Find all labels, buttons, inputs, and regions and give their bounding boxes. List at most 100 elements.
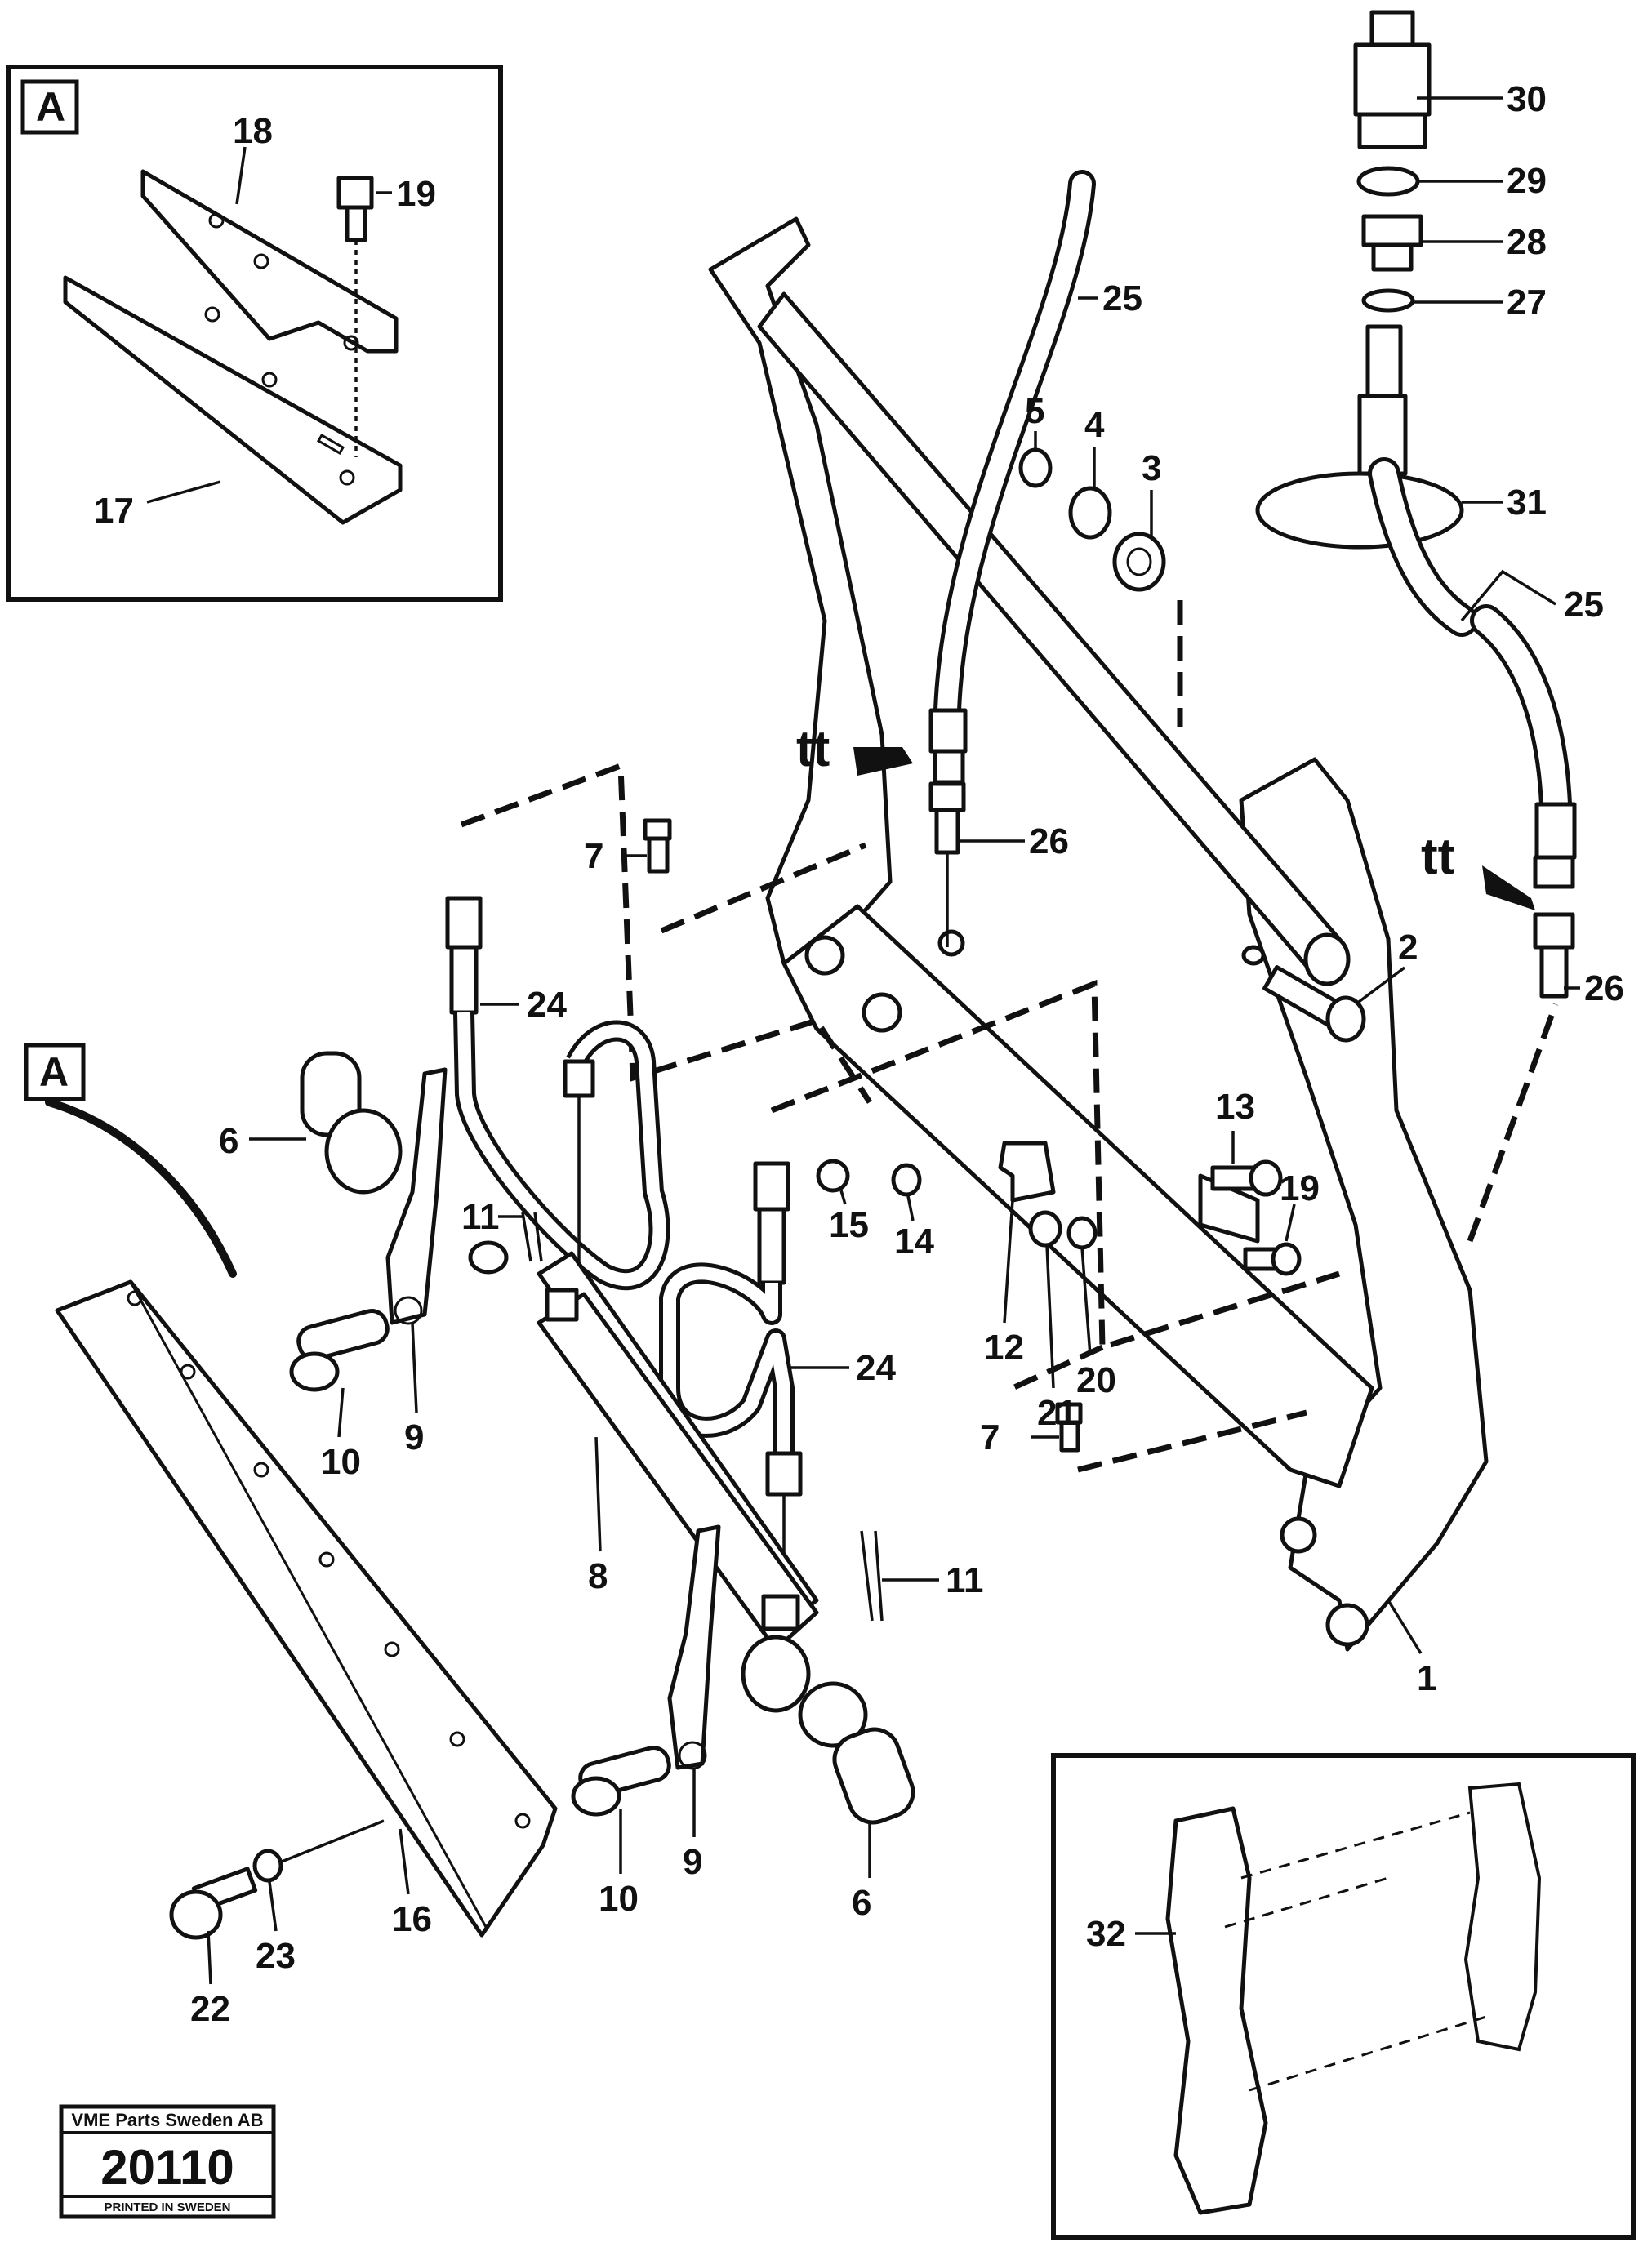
leader [235,146,247,205]
detail-a-marker-box [24,1043,86,1101]
boss [937,929,965,957]
detail-a-letter: A [36,84,65,130]
hole [208,212,225,229]
seal-29 [1356,166,1420,197]
grease-nipple-7a-body [647,836,670,874]
pipe-nut [765,1451,803,1497]
pipe-24-left [445,896,670,1306]
footer-printed: PRINTED IN SWEDEN [104,2200,230,2214]
callout-16: 16 [392,1899,432,1939]
hole [204,306,220,323]
seal-27 [1361,288,1415,313]
washer-23 [252,1849,283,1883]
hole [1241,945,1266,966]
strip-16-edge [129,1281,488,1928]
leader [207,1930,212,1985]
hose-25-main [928,170,1096,947]
lever-9a [385,1067,448,1325]
callout-10-upper: 10 [321,1442,361,1482]
washer-3-hole [1126,547,1152,576]
nipple-26-hex [928,781,966,812]
callout-27: 27 [1507,283,1547,323]
callout-13: 13 [1215,1087,1255,1127]
leader [1354,966,1406,1006]
callout-11-lower: 11 [946,1560,984,1600]
footer-frame [59,2104,276,2219]
cotter-pin-11a [521,1212,543,1262]
adapter-28-hex [1361,214,1423,247]
bracket-pair-shape [1463,1782,1542,2052]
grease-nipple-7b-body [1059,1420,1080,1453]
callout-19-inset: 19 [396,174,436,214]
pipe-ferrule [449,945,479,1015]
fittings-3-5 [1018,447,1366,1043]
strip-16-shape [55,1279,558,1938]
dash-line-5 [1467,1003,1559,1243]
leader [839,1190,847,1205]
coupling-30-hex [1357,112,1427,149]
main-frame-1 [708,216,1489,1652]
callout-32: 32 [1086,1914,1126,1954]
hose-nut [1533,855,1575,889]
bolt-19-head [336,176,374,210]
hose-end-thread [1365,324,1403,398]
pipe-nut [445,896,483,950]
lock-pin-6b-spring [798,1681,868,1748]
hose-25-upper-fill [1372,461,1474,633]
flow-arrow-right [1482,865,1535,910]
slot [316,433,345,456]
cylinder-8-assembly [289,1051,915,1825]
pipe-nut [753,1161,790,1212]
detail-a-marker-letter: A [39,1049,69,1095]
callout-6-lower: 6 [852,1883,871,1923]
coupling-30-top [1369,10,1415,47]
leader [1003,1199,1014,1324]
nut-21 [1028,1210,1062,1248]
bolt-19-shank [345,205,367,242]
axis-line [281,1819,385,1863]
leader-lines [146,96,1580,1985]
hole [261,372,278,388]
callout-25-center: 25 [1102,278,1142,318]
cylinder-port [761,1594,800,1631]
hose-fill [937,174,1092,720]
grease-nipple-7a-head [643,818,672,841]
nipple-26b-thread [1539,945,1569,999]
hole [180,1364,196,1380]
callout-6-upper: 6 [219,1121,238,1161]
callout-23: 23 [256,1936,296,1976]
leader [1080,1247,1092,1356]
cylinder-port-left [545,1288,579,1322]
hole [514,1813,531,1829]
callout-31: 31 [1507,483,1547,523]
pipe-end [563,1059,595,1098]
coupling-30-body [1353,42,1432,117]
bushing [1325,1603,1369,1647]
hole [449,1731,465,1747]
ring-31 [1255,471,1464,550]
pin-10b-head [571,1776,621,1817]
leader [906,1195,915,1221]
coupling-stack [1255,10,1577,999]
cap-5 [1018,447,1053,488]
footer-badge: VME Parts Sweden AB 20110 PRINTED IN SWE… [59,2104,276,2219]
washer-20 [1066,1216,1098,1250]
pin-10a [296,1308,390,1362]
callout-15: 15 [829,1205,869,1245]
callout-numbers: 30 29 28 27 31 25 25 26 26 5 4 3 2 13 19… [94,79,1624,2029]
hole [253,253,269,269]
callout-3: 3 [1142,448,1161,488]
dashed-assembly-lines [460,600,1559,1473]
callout-2: 2 [1398,928,1418,968]
bolt-13-head [1249,1159,1283,1197]
callout-22: 22 [190,1989,230,2029]
callout-19-main: 19 [1280,1168,1320,1208]
hole [384,1641,400,1657]
small-hardware [643,818,1302,1453]
hose-ferrule [928,708,968,754]
callout-17: 17 [94,491,134,531]
hole [127,1290,143,1306]
flow-marker-right: tt [1421,829,1454,885]
inset-32-frame [1051,1753,1636,2240]
pipe-24a-fill [457,1012,666,1286]
